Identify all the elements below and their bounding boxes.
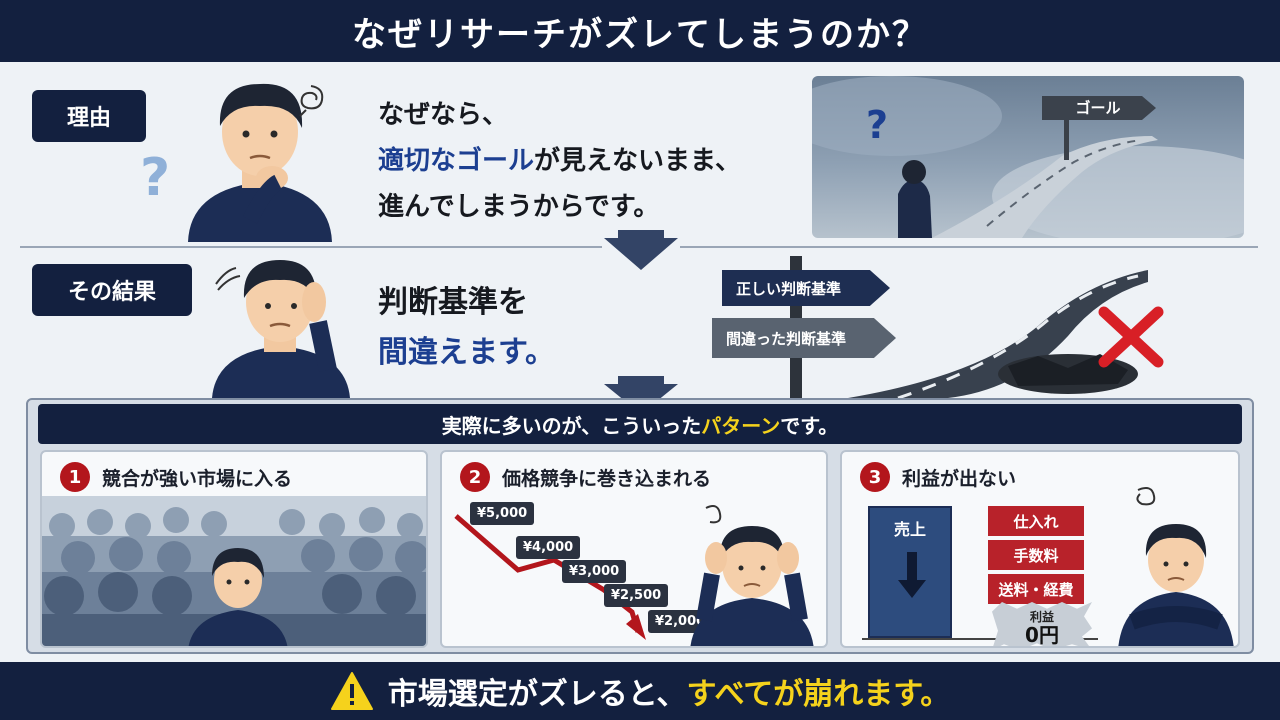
- footer-prefix: 市場選定がズレると、: [387, 677, 687, 712]
- red-x-icon: [1098, 306, 1164, 368]
- pattern-header-prefix: 実際に多いのが、こういった: [441, 413, 702, 438]
- baseline: [862, 638, 1098, 640]
- pattern-card-3: 3 利益が出ない 売上 仕入れ 手数料 送料・経費 利益 0円: [840, 450, 1240, 648]
- result-highlight: 間違えます。: [378, 335, 555, 370]
- pattern-card-3-title: 3 利益が出ない: [860, 462, 1016, 492]
- revenue-label: 売上: [893, 520, 926, 539]
- reason-highlight: 適切なゴール: [378, 146, 535, 176]
- profit-value: 0円: [1025, 622, 1059, 647]
- result-line-1: 判断基準を: [378, 285, 528, 320]
- thinking-person-icon: [188, 83, 332, 242]
- profit-label: 利益: [1029, 609, 1054, 624]
- stressed-person-icon: [690, 505, 814, 646]
- reason-label: 理由: [32, 90, 146, 142]
- stress-lines-icon: [215, 267, 241, 291]
- cost-item-1: 仕入れ: [988, 506, 1084, 536]
- sign-correct-label: 正しい判断基準: [736, 279, 842, 298]
- crossed-arms-person-icon: [1118, 487, 1234, 646]
- pattern-header-suffix: です。: [780, 413, 839, 438]
- crowd-illustration: [42, 496, 426, 646]
- price-tag-3: ¥3,000: [562, 560, 627, 583]
- revenue-bar: 売上: [868, 506, 952, 638]
- profit-starburst: 利益 0円: [992, 602, 1092, 647]
- pattern-card-3-label: 利益が出ない: [902, 467, 1017, 490]
- down-arrow-icon-2: [604, 376, 678, 414]
- pattern-number-badge: 1: [60, 462, 90, 492]
- swirl-icon: [299, 85, 324, 117]
- pattern-number-badge: 3: [860, 462, 890, 492]
- price-tag-5: ¥2,000: [648, 610, 713, 633]
- reason-line-1: なぜなら、: [378, 100, 509, 130]
- cost-item-3: 送料・経費: [988, 574, 1084, 604]
- cost-item-2: 手数料: [988, 540, 1084, 570]
- pattern-card-2: 2 価格競争に巻き込まれる ¥5,000 ¥4,000 ¥3,000 ¥2,50…: [440, 450, 828, 648]
- price-tag-2: ¥4,000: [516, 536, 581, 559]
- price-tag-1: ¥5,000: [470, 502, 535, 525]
- goal-sign-label: ゴール: [1075, 99, 1121, 117]
- down-arrow-icon: [604, 230, 678, 270]
- sign-wrong-label: 間違った判断基準: [726, 329, 847, 348]
- svg-text:?: ?: [866, 103, 888, 147]
- question-mark-icon: ?: [140, 148, 171, 208]
- result-label: その結果: [32, 264, 192, 316]
- reason-line-3: 進んでしまうからです。: [378, 192, 660, 222]
- sign-correct-criteria: 正しい判断基準: [722, 270, 890, 306]
- footer-message: 市場選定がズレると、すべてが崩れます。: [388, 669, 951, 713]
- reason-line-2: 適切なゴールが見えないまま、: [378, 138, 741, 184]
- reason-line-2-rest: が見えないまま、: [534, 146, 741, 176]
- pattern-card-2-label: 価格競争に巻き込まれる: [502, 467, 712, 490]
- section-divider-1: [20, 246, 602, 248]
- warning-icon: [330, 672, 373, 710]
- pattern-card-1: 1 競合が強い市場に入る: [40, 450, 428, 648]
- troubled-person-icon: [212, 260, 350, 398]
- down-arrow-icon: [898, 552, 926, 598]
- pattern-card-1-label: 競合が強い市場に入る: [102, 467, 293, 490]
- top-banner: なぜリサーチがズレてしまうのか？: [0, 0, 1280, 62]
- sign-wrong-criteria: 間違った判断基準: [712, 318, 896, 358]
- price-tag-4: ¥2,500: [604, 584, 669, 607]
- pattern-card-1-title: 1 競合が強い市場に入る: [60, 462, 292, 492]
- pattern-header: 実際に多いのが、こういったパターンです。: [38, 404, 1242, 444]
- foggy-goal-illustration: ? ゴール: [812, 76, 1244, 238]
- pattern-card-2-title: 2 価格競争に巻き込まれる: [460, 462, 711, 492]
- section-divider-2: [680, 246, 1258, 248]
- bottom-bar: 市場選定がズレると、すべてが崩れます。: [0, 662, 1280, 720]
- pattern-number-badge: 2: [460, 462, 490, 492]
- footer-highlight: すべてが崩れます。: [686, 677, 951, 712]
- pattern-header-highlight: パターン: [701, 413, 781, 438]
- page-title: なぜリサーチがズレてしまうのか？: [352, 14, 928, 55]
